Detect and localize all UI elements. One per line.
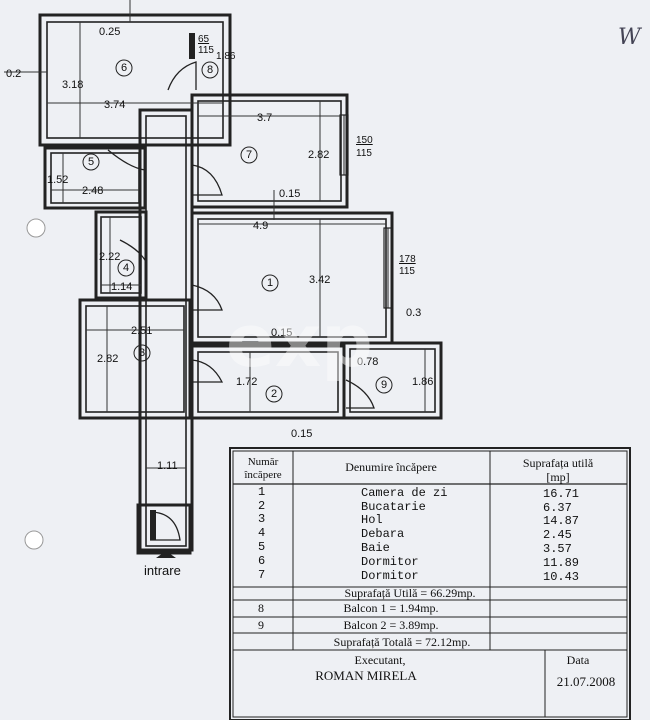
dim-label: 3.42 <box>309 274 330 286</box>
row-number: 7 <box>258 568 265 582</box>
room-number: 9 <box>381 379 387 391</box>
date-label: Data <box>567 653 590 667</box>
balcony-number: 8 <box>258 601 264 615</box>
row-area: 10.43 <box>543 570 579 584</box>
executant-name: ROMAN MIRELA <box>315 668 417 683</box>
window-width: 150 <box>356 135 373 146</box>
dim-label: 1.11 <box>157 460 178 472</box>
dim-label: 0.78 <box>357 356 378 368</box>
punch-hole-top <box>26 218 46 238</box>
dim-label: 0.15 <box>291 428 312 440</box>
row-name: Camera de zi <box>361 486 447 500</box>
room-number: 6 <box>121 62 127 74</box>
room-number: 8 <box>207 64 213 76</box>
room-number: 5 <box>88 156 94 168</box>
balcony-rows: 8 Balcon 1 = 1.94mp. 9 Balcon 2 = 3.89mp… <box>258 601 439 632</box>
row-number: 3 <box>258 512 265 526</box>
dim-label: 0.15 <box>279 188 300 200</box>
dim-label: 0.25 <box>99 26 120 38</box>
windows <box>189 33 393 309</box>
row-area: 2.45 <box>543 528 572 542</box>
row-name: Bucatarie <box>361 500 426 514</box>
row-number: 1 <box>258 485 265 499</box>
window-width: 178 <box>399 254 416 265</box>
row-name: Baie <box>361 541 390 555</box>
room-markers: 6 8 7 5 4 1 3 2 9 <box>82 59 393 403</box>
area-table <box>229 447 631 720</box>
header-name: Denumire încăpere <box>345 460 437 474</box>
dim-label: 3.74 <box>104 99 125 111</box>
row-area: 16.71 <box>543 487 579 501</box>
header-number-line2: încăpere <box>243 469 281 481</box>
room-number: 2 <box>271 388 277 400</box>
dim-label: 1.86 <box>412 376 433 388</box>
window-width: 65 <box>198 34 210 45</box>
useful-area-total: Suprafață Utilă = 66.29mp. <box>344 586 475 600</box>
dimension-labels: 0.25 3.18 0.2 3.74 1.86 3.7 2.82 0.15 4.… <box>6 26 433 472</box>
header-area-line2: [mp] <box>546 470 569 484</box>
dim-label: 4.9 <box>253 220 268 232</box>
dim-label: 2.82 <box>308 149 329 161</box>
dim-label: 0.2 <box>6 68 21 80</box>
row-name: Dormitor <box>361 555 419 569</box>
header-area-line1: Suprafața utilă <box>523 456 594 470</box>
date-value: 21.07.2008 <box>557 674 616 689</box>
dim-label: 2.51 <box>131 325 152 337</box>
balcony-area: Balcon 1 = 1.94mp. <box>343 601 438 615</box>
room-number: 1 <box>267 277 273 289</box>
corner-mark: W <box>618 25 643 50</box>
room-number: 3 <box>139 347 145 359</box>
executant-label: Executant, <box>355 653 406 667</box>
row-name: Dormitor <box>361 569 419 583</box>
room-number: 4 <box>123 262 129 274</box>
total-area: Suprafață Totală = 72.12mp. <box>334 635 471 649</box>
window-height: 115 <box>399 266 415 277</box>
dim-label: 3.18 <box>62 79 83 91</box>
balcony-number: 9 <box>258 618 264 632</box>
dim-label: 1.52 <box>47 174 68 186</box>
row-area: 11.89 <box>543 556 579 570</box>
row-number: 5 <box>258 540 265 554</box>
row-name: Debara <box>361 527 404 541</box>
window-labels: 65 115 150 115 178 115 <box>198 34 416 277</box>
entrance-label: intrare <box>144 563 181 578</box>
row-area: 6.37 <box>543 501 572 515</box>
table-rows: 1 Camera de zi 16.71 2 Bucatarie 6.37 3 … <box>258 485 579 584</box>
dim-label: 1.86 <box>216 51 236 62</box>
table-header: Număr încăpere Denumire încăpere Suprafa… <box>243 456 593 484</box>
row-number: 2 <box>258 499 265 513</box>
dim-label: 0.3 <box>406 307 421 319</box>
window-height: 115 <box>198 45 214 56</box>
row-area: 3.57 <box>543 542 572 556</box>
dim-label: 2.82 <box>97 353 118 365</box>
punch-hole-bottom <box>24 530 44 550</box>
header-number-line1: Număr <box>248 456 279 468</box>
row-number: 4 <box>258 526 265 540</box>
dim-label: 2.22 <box>99 251 120 263</box>
balcony-area: Balcon 2 = 3.89mp. <box>343 618 438 632</box>
entrance-marker: intrare <box>144 551 181 578</box>
watermark-logo: exp <box>226 299 373 383</box>
room-number: 7 <box>246 149 252 161</box>
row-area: 14.87 <box>543 514 579 528</box>
dimension-lines <box>4 0 426 469</box>
dim-label: 1.72 <box>236 376 257 388</box>
dim-label: 3.7 <box>257 112 272 124</box>
row-number: 6 <box>258 554 265 568</box>
window-height: 115 <box>356 148 372 159</box>
dim-label: 0.15 <box>271 327 292 339</box>
dim-label: 2.48 <box>82 185 103 197</box>
row-name: Hol <box>361 513 383 527</box>
dim-label: 1.14 <box>111 281 132 293</box>
doors <box>107 61 375 541</box>
